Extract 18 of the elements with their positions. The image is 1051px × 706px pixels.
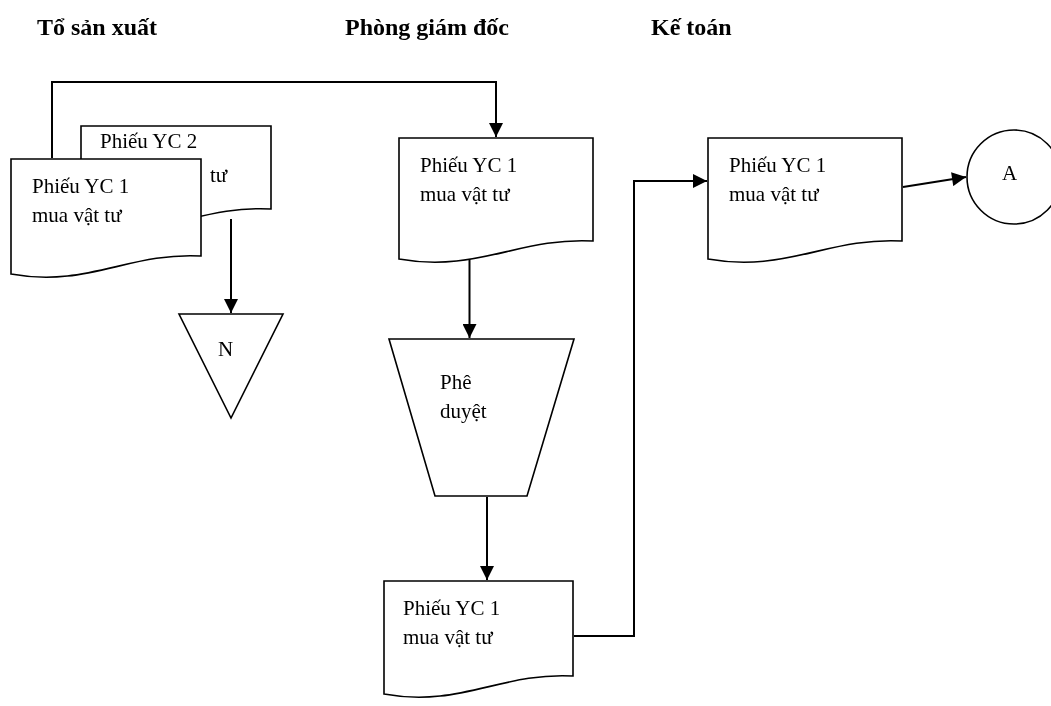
arrow (51, 81, 503, 159)
arrow (480, 496, 494, 581)
node-label: Phiếu YC 1 mua vật tư (420, 152, 519, 208)
node-label: tư (210, 162, 228, 189)
node-label: Phiếu YC 1 mua vật tư (403, 595, 502, 651)
arrow (462, 258, 477, 339)
column-heading: Tổ sản xuất (37, 14, 158, 41)
arrow (902, 172, 967, 188)
node-label: N (218, 336, 234, 363)
column-heading: Kế toán (651, 14, 732, 41)
node-label: Phê duyệt (440, 369, 488, 425)
node-label: Phiếu YC 2 (100, 128, 198, 155)
node-label: A (1002, 160, 1018, 187)
arrow (224, 218, 238, 314)
column-heading: Phòng giám đốc (345, 14, 509, 41)
arrow (573, 174, 708, 637)
node-label: Phiếu YC 1 mua vật tư (32, 173, 131, 229)
node-label: Phiếu YC 1 mua vật tư (729, 152, 828, 208)
